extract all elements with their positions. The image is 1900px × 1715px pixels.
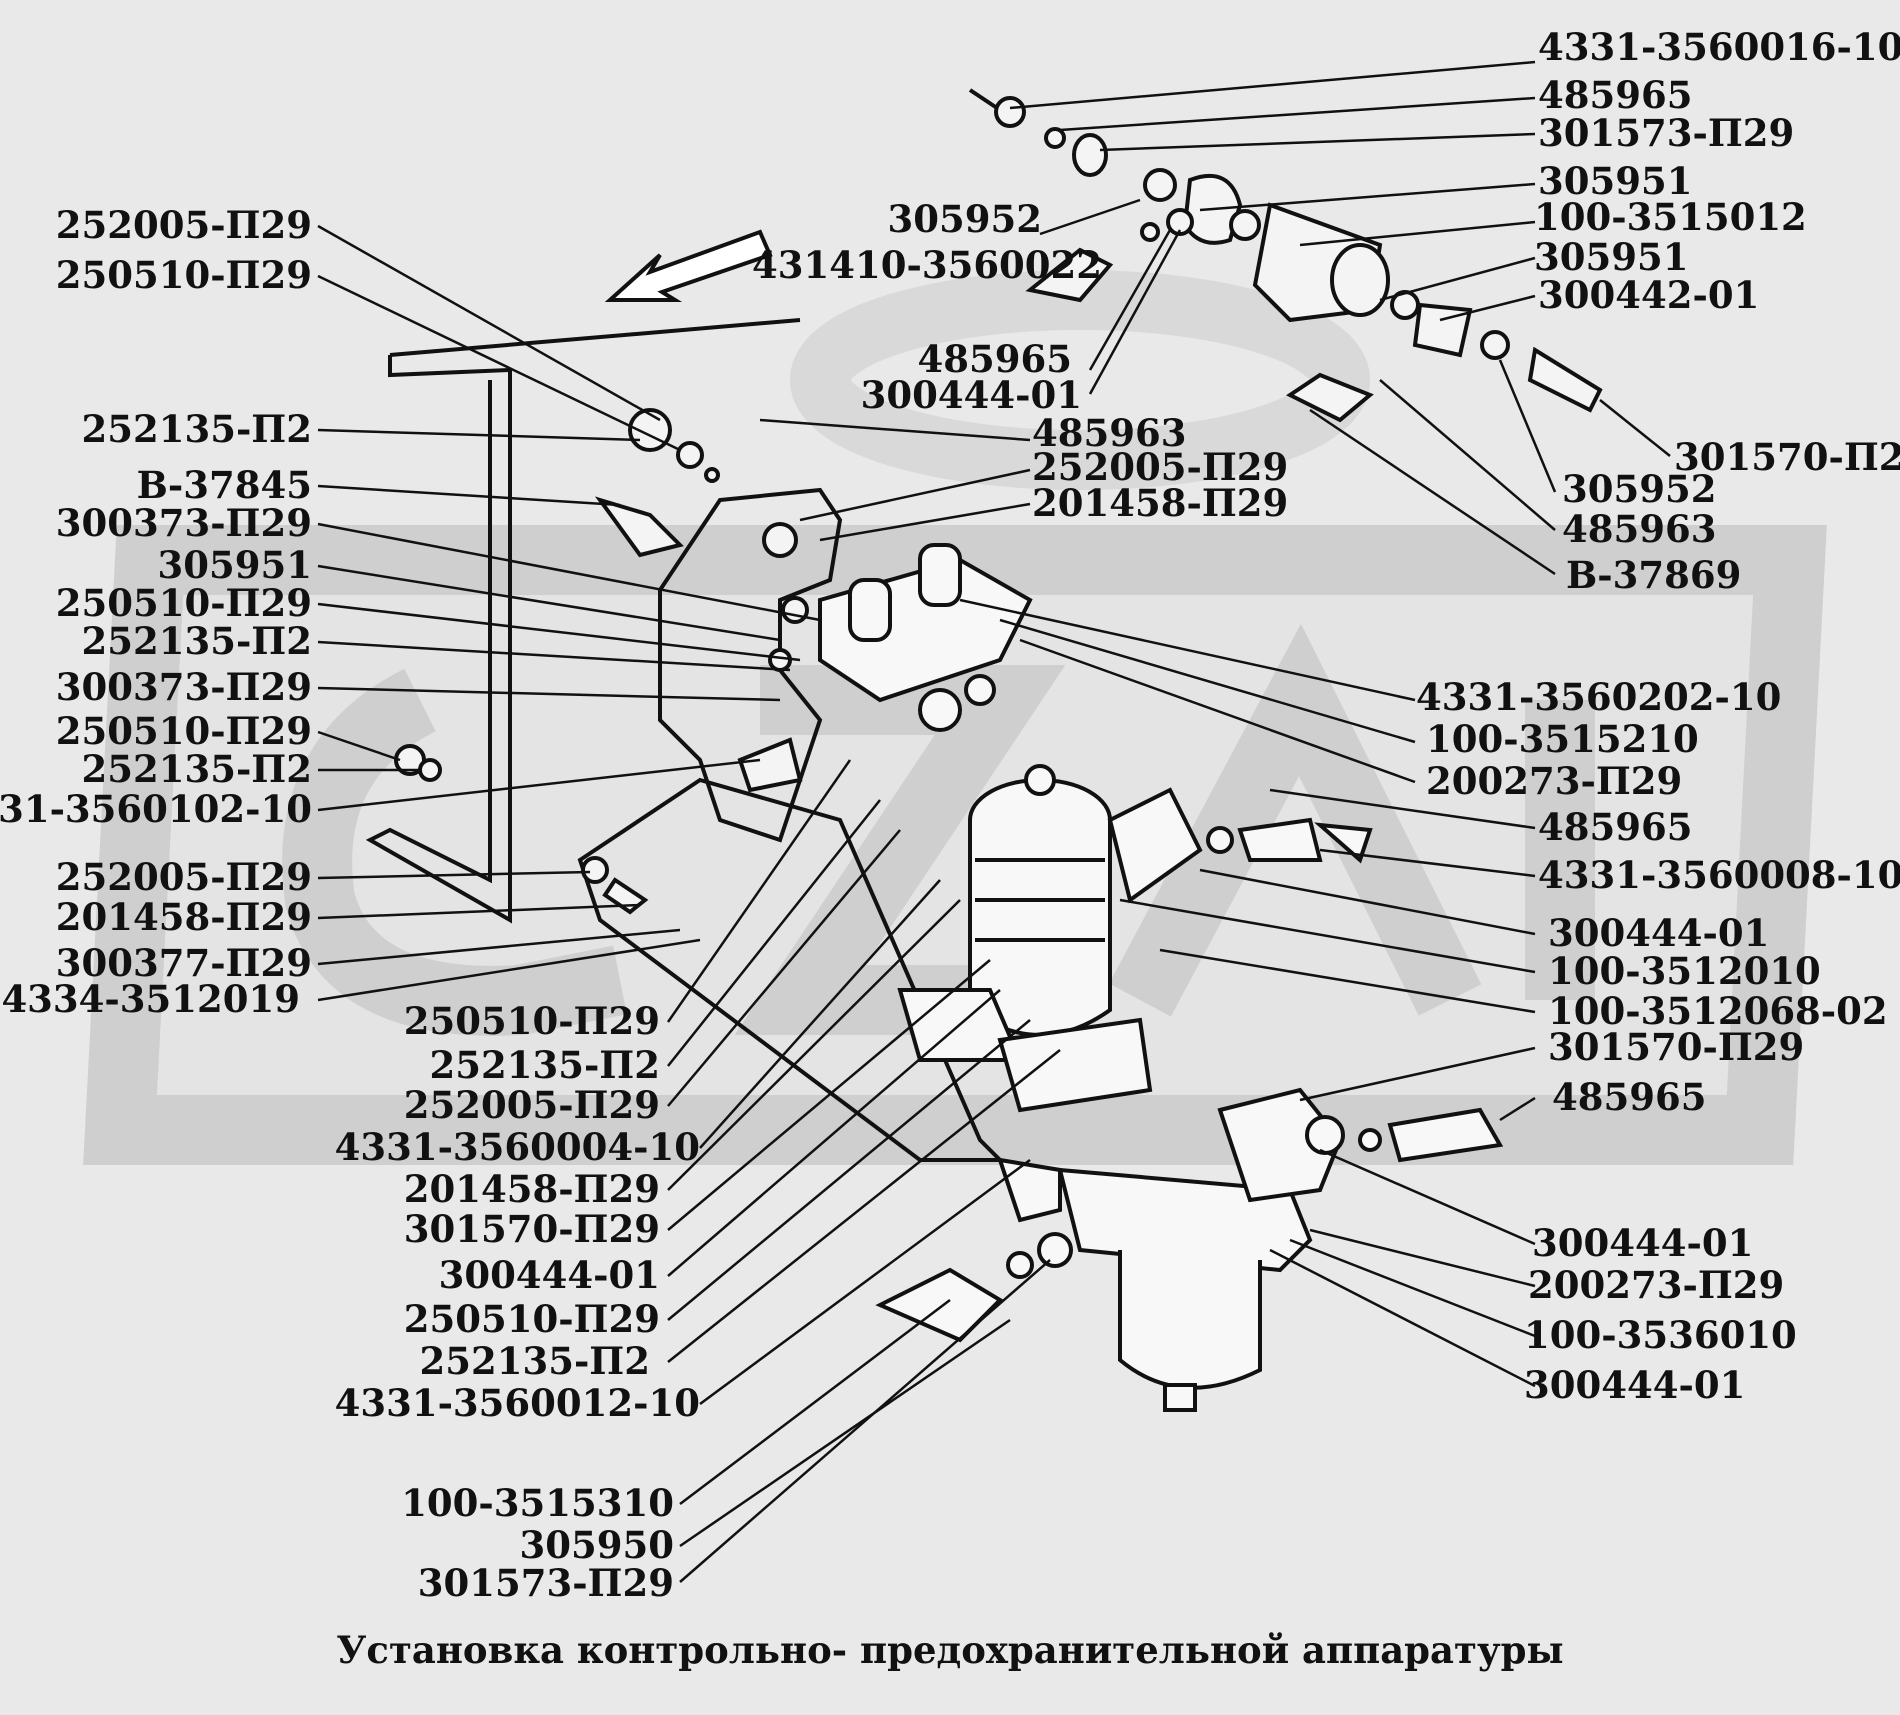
label-300373-p29: 300373-П29 — [55, 501, 312, 545]
label-305951: 305951 — [1534, 235, 1689, 279]
label-201458-p29: 201458-П29 — [55, 895, 312, 939]
label-100-3512068-02: 100-3512068-02 — [1548, 989, 1888, 1033]
leader-lines — [317, 60, 1671, 1583]
label-250510-p29: 250510-П29 — [403, 999, 660, 1043]
label-100-3512010: 100-3512010 — [1548, 949, 1821, 993]
label-431410-3560022: 431410-3560022 — [752, 243, 1103, 287]
label-301570-p29: 301570-П29 — [1548, 1025, 1805, 1069]
label-300444-01: 300444-01 — [1532, 1221, 1754, 1265]
label-250510-p29: 250510-П29 — [55, 581, 312, 625]
label-252005-p29: 252005-П29 — [403, 1083, 660, 1127]
label-4331-3560004-10: 4331-3560004-10 — [334, 1125, 700, 1169]
label-300373-p29: 300373-П29 — [55, 665, 312, 709]
diagram-caption: Установка контрольно- предохранительной … — [336, 1628, 1564, 1672]
top-fittings — [968, 88, 1603, 423]
label-485965: 485965 — [1538, 805, 1693, 849]
label-485963: 485963 — [1562, 507, 1717, 551]
label-301570-p29: 301570-П29 — [403, 1207, 660, 1251]
valve-block — [818, 543, 1033, 732]
label-100-3515012: 100-3515012 — [1534, 195, 1807, 239]
label-301570-p29: 301570-П29 — [1674, 435, 1900, 479]
label-250510-p29: 250510-П29 — [55, 709, 312, 753]
label-201458-p29: 201458-П29 — [403, 1167, 660, 1211]
label-4331-3560016-10: 4331-3560016-10 — [1538, 25, 1900, 69]
fuel-filter — [875, 1087, 1504, 1412]
label-4331-3560012-10: 4331-3560012-10 — [334, 1381, 700, 1425]
label-485965: 485965 — [1552, 1075, 1707, 1119]
label-252005-p29: 252005-П29 — [55, 855, 312, 899]
label-252135-p2: 252135-П2 — [81, 747, 312, 791]
label-301573-p29: 301573-П29 — [417, 1561, 674, 1605]
mounting-bracket — [365, 318, 1005, 1162]
label-300444-01: 300444-01 — [1524, 1363, 1746, 1407]
label-301573-p29: 301573-П29 — [1538, 111, 1795, 155]
label-485965: 485965 — [917, 337, 1072, 381]
label-100-3536010: 100-3536010 — [1524, 1313, 1797, 1357]
label-305951: 305951 — [1538, 159, 1693, 203]
label-4331-3560202-10: 4331-3560202-10 — [1416, 675, 1782, 719]
label-305950: 305950 — [519, 1523, 674, 1567]
label-252135-p2: 252135-П2 — [429, 1043, 660, 1087]
direction-arrow — [604, 229, 773, 302]
label-4331-3560102-10: 4331-3560102-10 — [0, 787, 312, 831]
label-485965: 485965 — [1538, 73, 1693, 117]
label-201458-p29: 201458-П29 — [1032, 481, 1289, 525]
label-485963: 485963 — [1032, 411, 1187, 455]
label-252135-p2: 252135-П2 — [81, 619, 312, 663]
label-200273-p29: 200273-П29 — [1426, 759, 1683, 803]
label-252005-p29: 252005-П29 — [1032, 445, 1289, 489]
label-305951: 305951 — [157, 543, 312, 587]
label-305952: 305952 — [1562, 467, 1717, 511]
label-100-3515310: 100-3515310 — [401, 1481, 674, 1525]
label-300377-p29: 300377-П29 — [55, 941, 312, 985]
label-305952: 305952 — [887, 197, 1042, 241]
label-300444-01: 300444-01 — [438, 1253, 660, 1297]
label-4331-3560008-10: 4331-3560008-10 — [1538, 853, 1900, 897]
label-300442-01: 300442-01 — [1538, 273, 1760, 317]
label-4334-3512019: 4334-3512019 — [1, 977, 300, 1021]
label-v-37869: В-37869 — [1566, 553, 1742, 597]
label-252005-p29: 252005-П29 — [55, 203, 312, 247]
label-100-3515210: 100-3515210 — [1426, 717, 1699, 761]
label-250510-p29: 250510-П29 — [403, 1297, 660, 1341]
label-250510-p29: 250510-П29 — [55, 253, 312, 297]
label-200273-p29: 200273-П29 — [1528, 1263, 1785, 1307]
label-252135-p2: 252135-П2 — [81, 407, 312, 451]
label-300444-01: 300444-01 — [860, 373, 1082, 417]
label-v-37845: В-37845 — [136, 463, 312, 507]
label-252135-p2: 252135-П2 — [419, 1339, 650, 1383]
pressure-regulator — [897, 764, 1373, 1113]
label-300444-01: 300444-01 — [1548, 911, 1770, 955]
